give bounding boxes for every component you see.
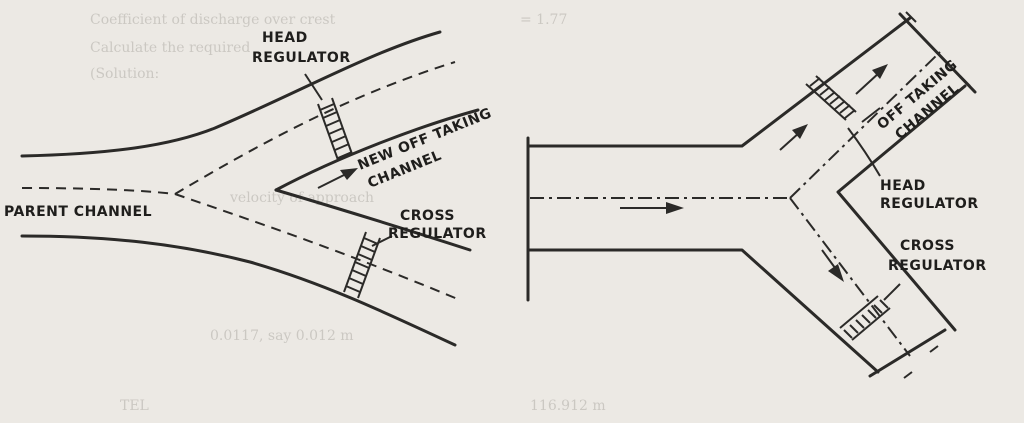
cross-regulator-right — [839, 295, 891, 341]
cross-regulator-label-line2: REGULATOR — [388, 226, 487, 242]
downstream-centerline-right — [789, 197, 911, 357]
ghost-line-2: Calculate the required — [90, 40, 250, 56]
parent-upper-bank — [20, 30, 442, 158]
offtake-label-pointer — [861, 107, 881, 123]
ghost-line-1: Coefficient of discharge over crest — [90, 12, 336, 28]
cross-regulator-left — [343, 231, 381, 299]
ghost-line-6: TEL — [120, 398, 149, 414]
flow-arrow-offtake — [317, 168, 358, 189]
head-regulator-pointer — [304, 73, 323, 101]
cross-regulator-pointer-right — [883, 283, 901, 301]
head-regulator-right — [805, 75, 857, 121]
parent-upper-bank-right — [526, 16, 912, 148]
downstream-break-mark — [903, 345, 939, 379]
junction-inner-banks — [836, 84, 967, 332]
left-diagram: HEAD REGULATOR NEW OFF TAKING CHANNEL PA… — [4, 30, 494, 347]
head-regulator-pointer-right — [847, 127, 881, 177]
offtake-break-mark — [905, 11, 971, 87]
parent-lower-bank — [20, 234, 457, 347]
flow-arrow-offtake-upper — [855, 64, 888, 95]
ghost-line-3: (Solution: — [90, 66, 159, 82]
flow-arrow-offtake-right — [779, 124, 808, 151]
ghost-line-5: 0.0117, say 0.012 m — [210, 328, 354, 344]
head-label-left: HEAD — [262, 30, 308, 46]
flow-arrow-downstream-right — [821, 249, 844, 282]
right-diagram: OFF TAKING CHANNEL HEAD REGULATOR CROSS … — [526, 11, 987, 379]
head-regulator-label-right-2: REGULATOR — [880, 196, 979, 212]
parent-downstream-upper-bank — [274, 188, 472, 252]
cross-label-left: CROSS — [400, 208, 455, 224]
cross-regulator-pointer — [371, 235, 393, 247]
offtake-inner-bank — [274, 108, 480, 192]
head-regulator-left — [317, 97, 353, 161]
offtake-centerline — [174, 61, 456, 195]
parent-downstream-centerline — [174, 193, 461, 301]
cross-regulator-label-right-2: REGULATOR — [888, 258, 987, 274]
head-regulator-label-line2: REGULATOR — [252, 50, 351, 66]
parent-lower-bank-right — [526, 248, 880, 374]
flow-arrow-parent — [620, 202, 684, 214]
ghost-line-8: 116.912 m — [530, 398, 606, 414]
ghost-line-7: = 1.77 — [520, 12, 567, 28]
parent-channel-label: PARENT CHANNEL — [4, 204, 152, 220]
offtake-centerline-right — [789, 51, 941, 199]
parent-centerline — [21, 187, 176, 195]
head-label-right: HEAD — [880, 178, 926, 194]
cross-label-right: CROSS — [900, 238, 955, 254]
